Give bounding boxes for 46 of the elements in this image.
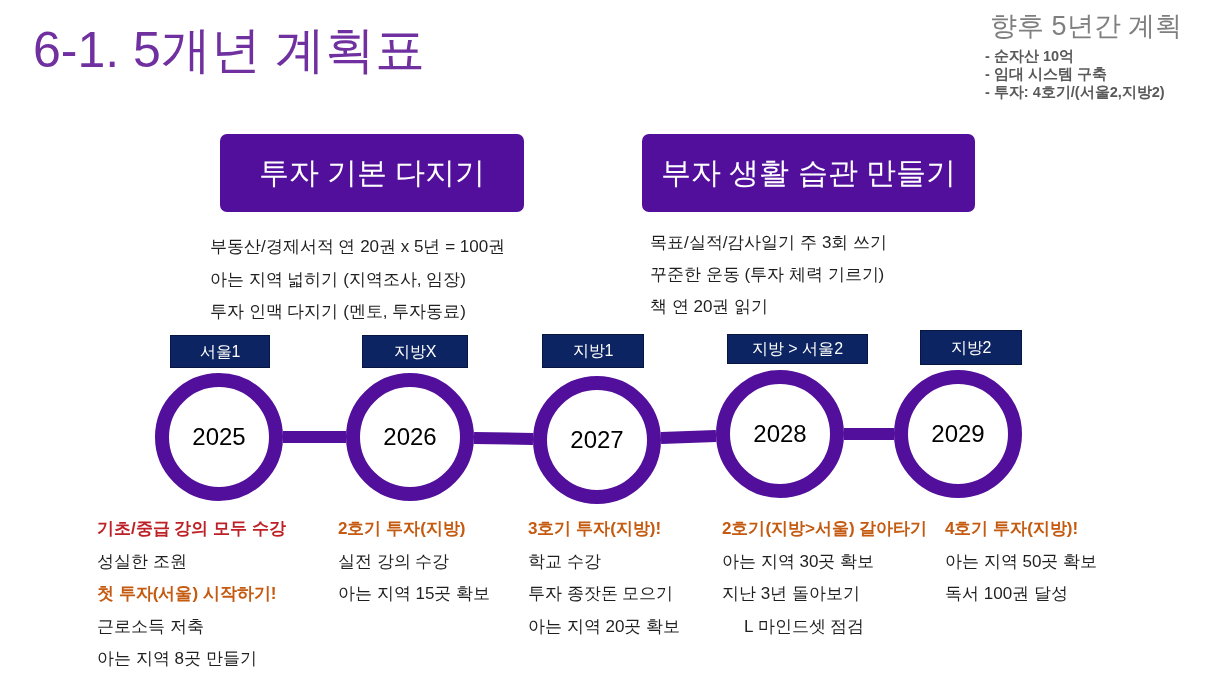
note-text: 투자 인맥 다지기 (멘토, 투자동료) [210,302,466,323]
note-text: 실전 강의 수강 [338,551,450,572]
region-tag: 지방 > 서울2 [727,334,868,364]
bullet-text: - 투자: 4호기/(서울2,지방2) [985,84,1165,102]
heading-box: 부자 생활 습관 만들기 [642,134,975,212]
region-tag: 지방1 [542,334,644,368]
note-text: 기초/중급 강의 모두 수강 [97,519,286,540]
region-tag: 지방2 [920,330,1022,365]
note-text: 꾸준한 운동 (투자 체력 기르기) [650,265,885,286]
note-text: 아는 지역 15곳 확보 [338,584,491,605]
title: 6-1. 5개년 계획표 [33,21,425,80]
note-text: 2호기 투자(지방) [338,519,466,540]
note-text: 근로소득 저축 [97,616,204,637]
connector-line [844,428,894,440]
note-text: 2호기(지방>서울) 갈아타기 [722,519,928,540]
bullet-text: - 임대 시스템 구축 [985,66,1107,84]
year-circle: 2025 [155,373,283,501]
region-tag: 서울1 [170,335,270,368]
note-text: 3호기 투자(지방)! [528,519,662,540]
year-circle: 2028 [716,370,844,498]
subheading: 향후 5년간 계획 [990,10,1183,43]
note-text: 아는 지역 50곳 확보 [945,551,1098,572]
note-text: 학교 수강 [528,551,601,572]
note-text: 4호기 투자(지방)! [945,519,1079,540]
note-text: L 마인드셋 점검 [744,616,865,637]
note-text: 성실한 조원 [97,551,187,572]
connector-line [660,430,717,444]
note-text: 독서 100권 달성 [945,584,1068,605]
note-text: 부동산/경제서적 연 20권 x 5년 = 100권 [210,237,506,258]
note-text: 첫 투자(서울) 시작하기! [97,584,277,605]
year-circle: 2029 [894,370,1022,498]
note-text: 투자 종잣돈 모으기 [528,584,674,605]
heading-box: 투자 기본 다지기 [220,134,524,212]
note-text: 아는 지역 넓히기 (지역조사, 임장) [210,269,466,290]
year-circle: 2026 [346,373,474,501]
connector-line [283,431,346,443]
region-tag: 지방X [362,335,468,368]
note-text: 아는 지역 20곳 확보 [528,616,681,637]
note-text: 목표/실적/감사일기 주 3회 쓰기 [650,233,888,254]
note-text: 책 연 20권 읽기 [650,297,769,318]
note-text: 지난 3년 돌아보기 [722,584,860,605]
note-text: 아는 지역 8곳 만들기 [97,649,257,670]
note-text: 아는 지역 30곳 확보 [722,551,875,572]
bullet-text: - 순자산 10억 [985,48,1074,66]
connector-line [473,432,534,445]
year-circle: 2027 [533,376,661,504]
